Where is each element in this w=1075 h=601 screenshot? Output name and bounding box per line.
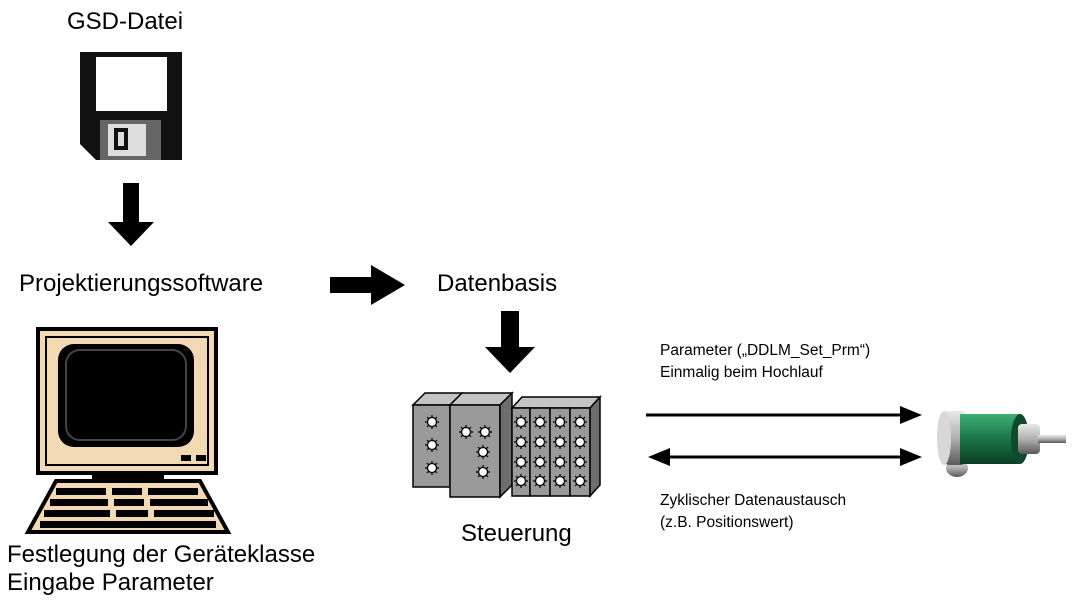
config-software-label: Projektierungssoftware: [19, 270, 264, 297]
database-label: Datenbasis: [437, 270, 558, 297]
floppy-disk-icon: [80, 52, 182, 160]
encoder-icon: [937, 411, 1066, 477]
arrow-down-controller: [485, 311, 535, 373]
position-value-label: (z.B. Positionswert): [660, 514, 794, 531]
parameter-startup-label: Einmalig beim Hochlauf: [660, 364, 823, 381]
device-class-label: Festlegung der Geräteklasse: [7, 541, 316, 568]
controller-label: Steuerung: [461, 520, 572, 547]
input-parameter-label: Eingabe Parameter: [7, 569, 214, 596]
plc-controller-icon: [411, 391, 602, 499]
arrow-down-gsd: [108, 183, 154, 246]
arrow-right-database: [330, 265, 405, 305]
gsd-file-label: GSD-Datei: [67, 8, 184, 35]
computer-icon: [24, 327, 232, 534]
arrow-cyclic-exchange: [648, 448, 922, 466]
cyclic-exchange-label: Zyklischer Datenaustausch: [660, 492, 847, 509]
parameter-label: Parameter („DDLM_Set_Prm“): [660, 342, 871, 359]
arrow-parameter-to-encoder: [646, 406, 922, 424]
